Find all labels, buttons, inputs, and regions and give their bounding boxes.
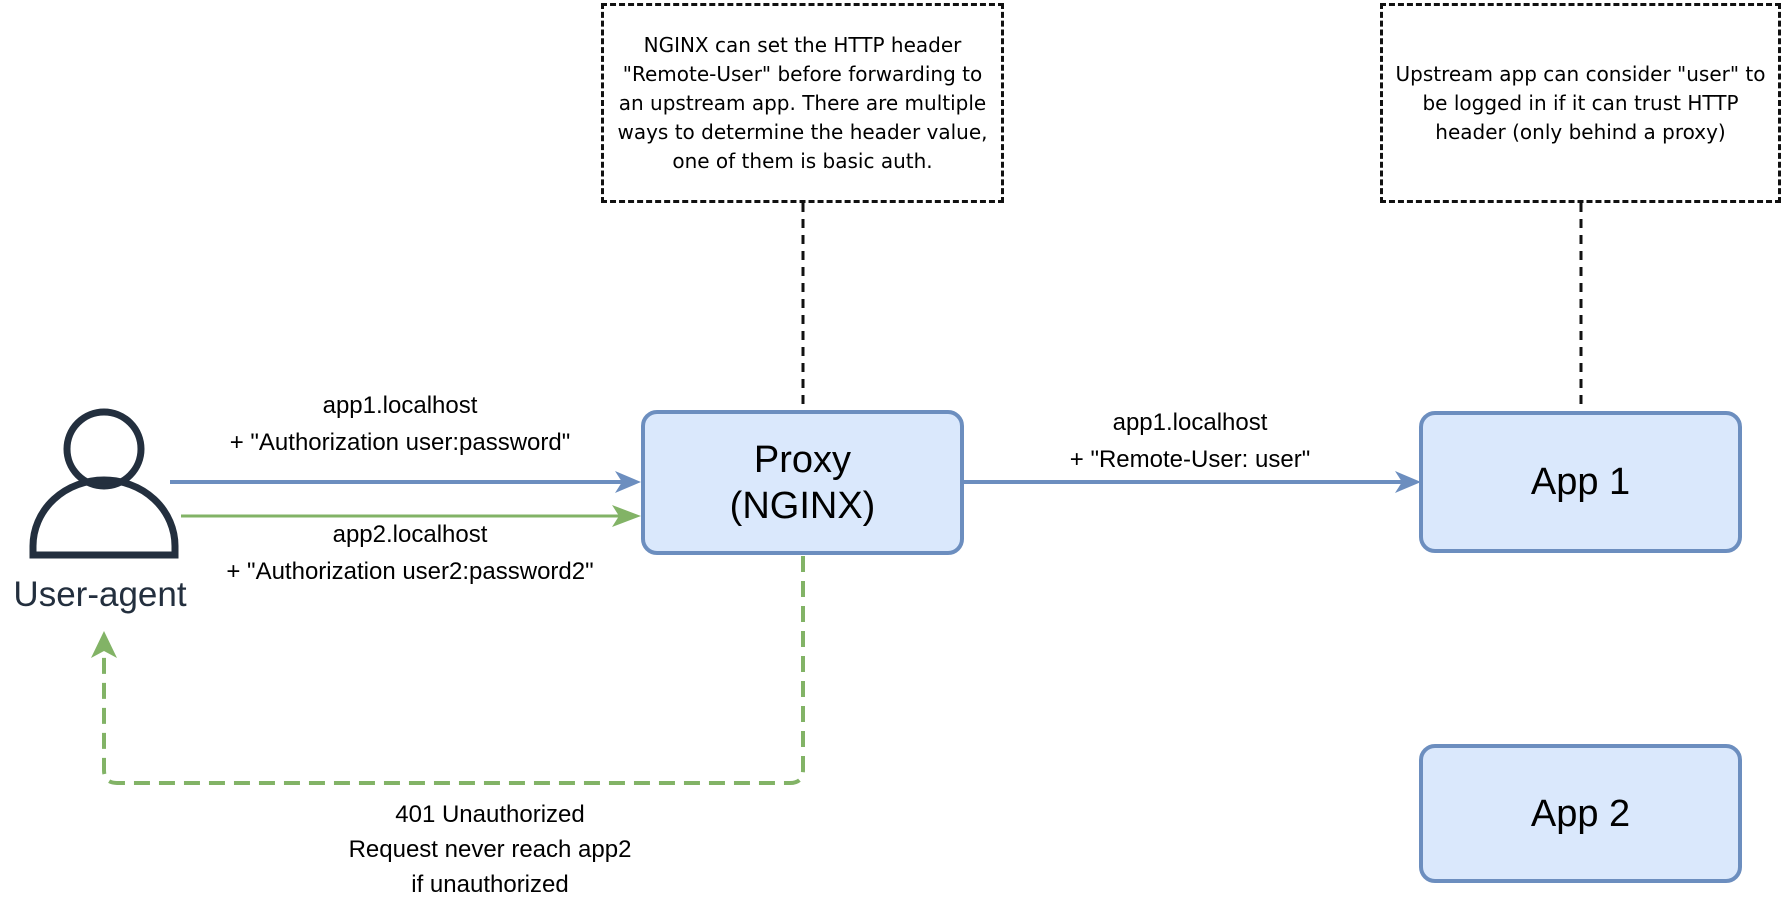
proxy-to-app1-label: app1.localhost + "Remote-User: user"	[1069, 409, 1311, 473]
app2-node: App 2	[1419, 744, 1742, 883]
app-note: Upstream app can consider "user" to be l…	[1380, 3, 1781, 203]
app1-node: App 1	[1419, 411, 1742, 553]
app2-node-label: App 2	[1530, 792, 1631, 835]
proxy-node-title: Proxy	[753, 438, 852, 481]
ua-to-proxy-app1-label: app1.localhost + "Authorization user:pas…	[229, 392, 571, 456]
user-icon	[29, 408, 179, 559]
ua-to-proxy-app2-label: app2.localhost + "Authorization user2:pa…	[226, 521, 594, 585]
user-agent-label: User-agent	[13, 575, 187, 614]
proxy-note: NGINX can set the HTTP header "Remote-Us…	[601, 3, 1004, 203]
proxy-to-app1-arrowhead	[1395, 471, 1421, 493]
proxy-node: Proxy (NGINX)	[641, 410, 964, 555]
unauthorized-label: 401 Unauthorized Request never reach app…	[348, 801, 632, 898]
ua-to-proxy-app1-arrowhead	[615, 471, 641, 493]
ua-to-proxy-app2-arrowhead	[612, 505, 641, 527]
unauthorized-return-arrowhead	[91, 631, 117, 658]
proxy-node-subtitle: (NGINX)	[729, 484, 876, 527]
proxy-note-text: NGINX can set the HTTP header "Remote-Us…	[617, 32, 988, 173]
app1-node-label: App 1	[1530, 461, 1631, 503]
app-note-text: Upstream app can consider "user" to be l…	[1395, 61, 1766, 144]
unauthorized-return-edge	[102, 556, 805, 785]
